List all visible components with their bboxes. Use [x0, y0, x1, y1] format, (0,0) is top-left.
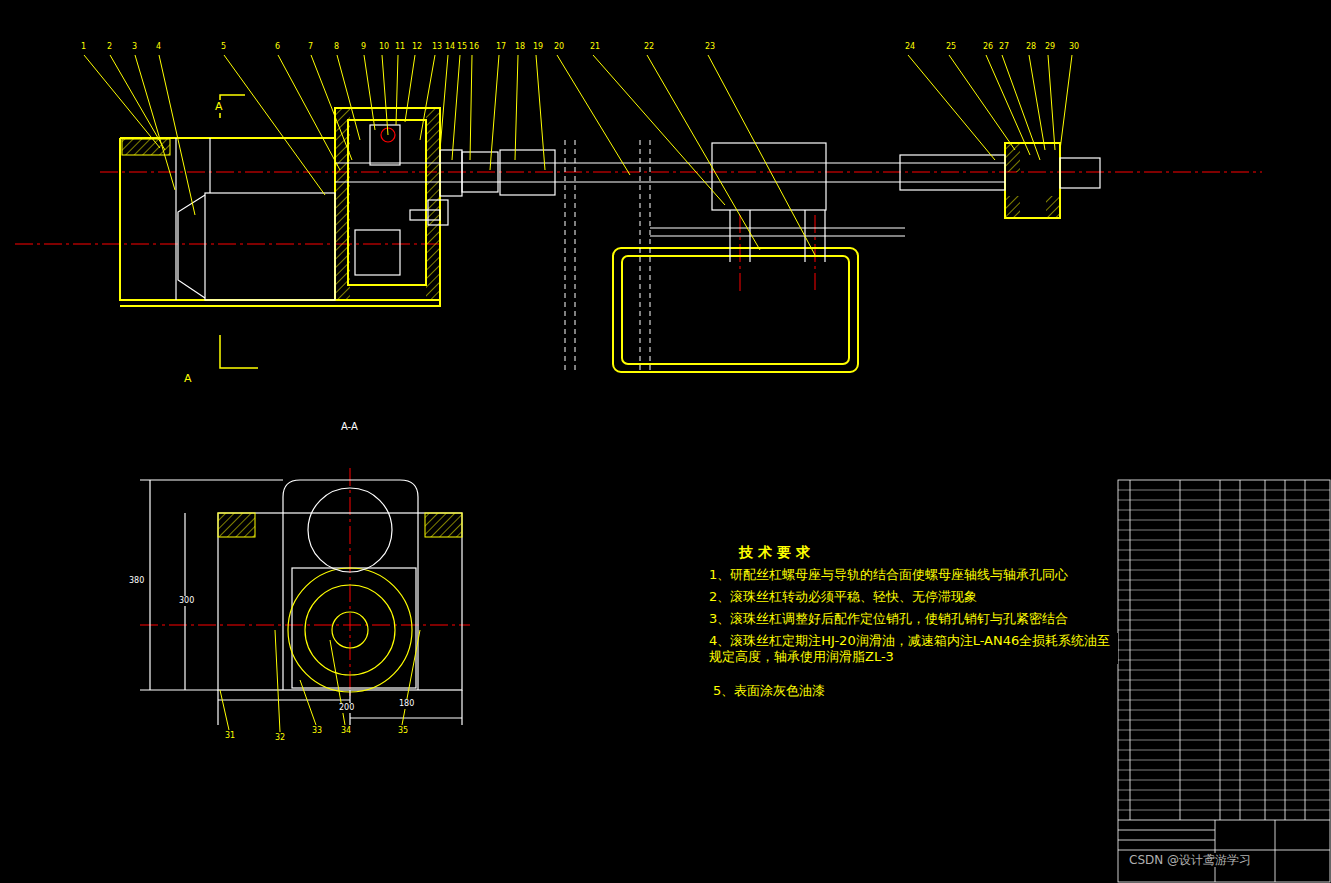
section-label: A-A — [340, 421, 359, 433]
table-row-line — [1118, 560, 1330, 561]
table-row-line — [1118, 600, 1330, 601]
table-row-line — [1118, 520, 1330, 521]
table-row-line — [1118, 790, 1330, 791]
section-label: A — [183, 372, 193, 385]
callout-number: 31 — [224, 731, 236, 741]
callout-number: 25 — [945, 42, 957, 52]
callout-number: 18 — [514, 42, 526, 52]
table-row-line — [1118, 760, 1330, 761]
callout-number: 22 — [643, 42, 655, 52]
callout-number: 20 — [553, 42, 565, 52]
table-row-line — [1118, 640, 1330, 641]
table-row-line — [1118, 650, 1330, 651]
callout-number: 34 — [340, 726, 352, 736]
callout-number: 14 — [444, 42, 456, 52]
callout-number: 1 — [80, 42, 87, 52]
technical-note: 5、表面涂灰色油漆 — [712, 683, 826, 699]
table-row-line — [1118, 800, 1330, 801]
watermark: CSDN @设计鸢游学习 — [1128, 853, 1252, 867]
callout-number: 4 — [155, 42, 162, 52]
callout-number: 17 — [495, 42, 507, 52]
table-row-line — [1118, 680, 1330, 681]
callout-number: 26 — [982, 42, 994, 52]
table-row-line — [1118, 730, 1330, 731]
callout-number: 21 — [589, 42, 601, 52]
table-row-line — [1118, 620, 1330, 621]
technical-note: 技 术 要 求 — [738, 544, 811, 561]
table-row-line — [1118, 580, 1330, 581]
technical-note: 1、研配丝杠螺母座与导轨的结合面使螺母座轴线与轴承孔同心 — [708, 567, 1069, 583]
table-row-line — [1118, 630, 1330, 631]
callout-number: 2 — [106, 42, 113, 52]
dimension-text: 380 — [128, 576, 145, 586]
table-row-line — [1118, 810, 1330, 811]
table-row-line — [1118, 670, 1330, 671]
callout-number: 3 — [131, 42, 138, 52]
table-row-line — [1118, 570, 1330, 571]
technical-note: 2、滚珠丝杠转动必须平稳、轻快、无停滞现象 — [708, 589, 978, 605]
callout-number: 5 — [220, 42, 227, 52]
callout-number: 11 — [394, 42, 406, 52]
callout-number: 30 — [1068, 42, 1080, 52]
callout-number: 13 — [431, 42, 443, 52]
dimension-text: 180 — [398, 699, 415, 709]
callout-number: 9 — [360, 42, 367, 52]
callout-number: 33 — [311, 726, 323, 736]
callout-number: 23 — [704, 42, 716, 52]
callout-number: 16 — [468, 42, 480, 52]
table-row-line — [1118, 690, 1330, 691]
table-row-line — [1118, 490, 1330, 491]
dimension-text: 300 — [178, 596, 195, 606]
table-row-line — [1118, 740, 1330, 741]
callout-number: 28 — [1025, 42, 1037, 52]
table-row-line — [1118, 660, 1330, 661]
table-row-line — [1118, 500, 1330, 501]
table-row-line — [1118, 780, 1330, 781]
callout-number: 6 — [274, 42, 281, 52]
callout-number: 12 — [411, 42, 423, 52]
callout-number: 15 — [456, 42, 468, 52]
table-row-line — [1118, 540, 1330, 541]
callout-number: 10 — [378, 42, 390, 52]
callout-number: 8 — [333, 42, 340, 52]
table-row-line — [1118, 720, 1330, 721]
dimension-text: 200 — [338, 703, 355, 713]
callout-number: 29 — [1044, 42, 1056, 52]
table-row-line — [1118, 770, 1330, 771]
technical-note: 3、滚珠丝杠调整好后配作定位销孔，使销孔销钉与孔紧密结合 — [708, 611, 1069, 627]
table-row-line — [1118, 700, 1330, 701]
callout-number: 7 — [307, 42, 314, 52]
section-label: A — [214, 100, 224, 113]
technical-note: 4、滚珠丝杠定期注HJ-20润滑油，减速箱内注L-AN46全损耗系统油至规定高度… — [708, 633, 1118, 664]
table-row-line — [1118, 610, 1330, 611]
callout-number: 24 — [904, 42, 916, 52]
table-row-line — [1118, 550, 1330, 551]
table-row-line — [1118, 710, 1330, 711]
table-row-line — [1118, 510, 1330, 511]
callout-number: 27 — [998, 42, 1010, 52]
callout-number: 19 — [532, 42, 544, 52]
callout-number: 32 — [274, 733, 286, 743]
table-row-line — [1118, 590, 1330, 591]
table-row-line — [1118, 530, 1330, 531]
table-row-line — [1118, 750, 1330, 751]
callout-number: 35 — [397, 726, 409, 736]
